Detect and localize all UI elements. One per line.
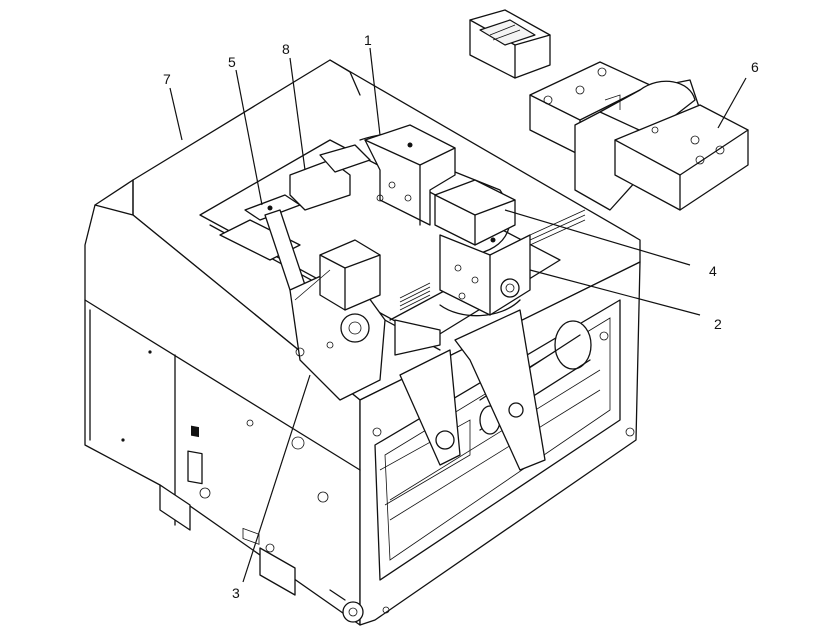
callout-7: 7	[163, 71, 171, 87]
callout-2: 2	[714, 316, 722, 332]
exploded-large-block	[529, 61, 749, 211]
leader-2	[529, 269, 701, 316]
callout-labels: 1 2 3 4 5 6 7 8	[163, 32, 759, 601]
callout-5: 5	[228, 54, 236, 70]
callout-3: 3	[232, 585, 240, 601]
caster-icon	[342, 601, 364, 623]
callout-6: 6	[751, 59, 759, 75]
top-deck	[199, 124, 586, 401]
leader-lines	[169, 47, 747, 583]
leader-4	[504, 209, 691, 266]
leader-3	[242, 374, 311, 583]
callout-1: 1	[364, 32, 372, 48]
exploded-small-bracket	[469, 9, 551, 79]
leader-6	[717, 77, 747, 129]
leader-1	[369, 47, 381, 136]
callout-8: 8	[282, 41, 290, 57]
leader-7	[169, 87, 183, 141]
callout-4: 4	[709, 263, 717, 279]
power-switch-icon	[187, 450, 203, 485]
leader-5	[235, 69, 263, 206]
leader-8	[289, 57, 306, 171]
